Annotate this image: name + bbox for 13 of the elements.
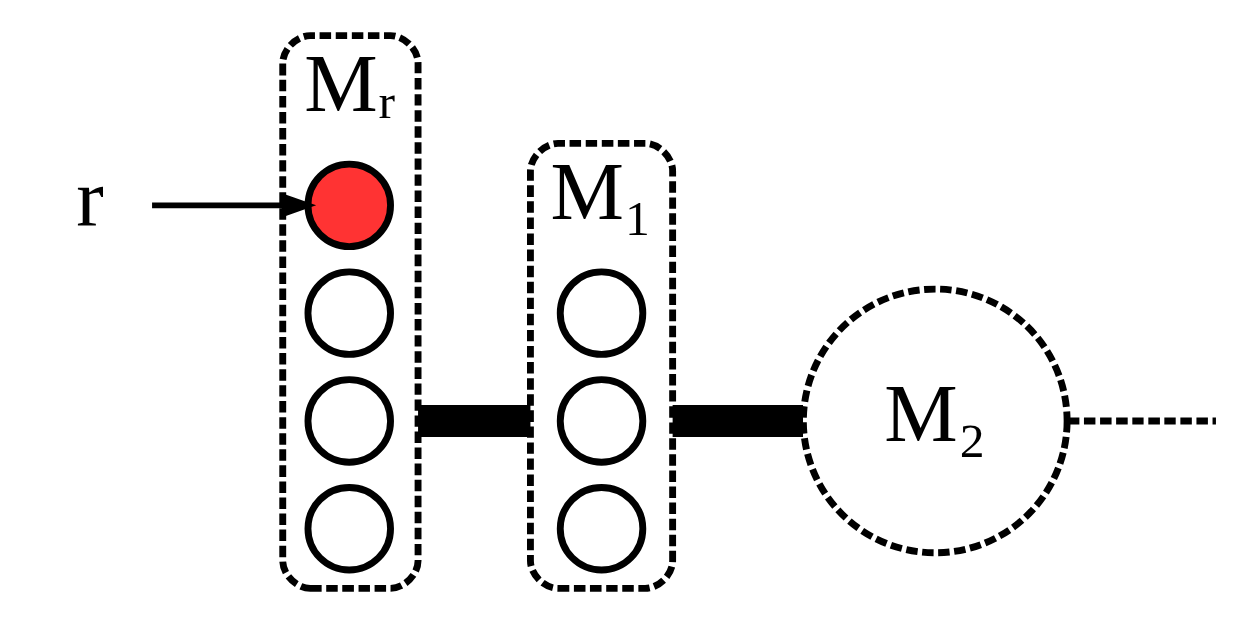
connector — [418, 404, 531, 437]
node-circle — [304, 376, 394, 466]
node-circle — [556, 376, 647, 466]
node-circle — [556, 268, 647, 358]
node-circle — [304, 268, 394, 358]
connector — [672, 404, 803, 437]
node-text: r — [76, 151, 104, 244]
node-circle: M₂ — [799, 285, 1071, 557]
node-circle — [304, 160, 394, 251]
cluster: M₁ — [527, 140, 677, 592]
node-circle — [304, 484, 394, 574]
arrow — [152, 193, 317, 218]
node-circle — [556, 484, 647, 574]
